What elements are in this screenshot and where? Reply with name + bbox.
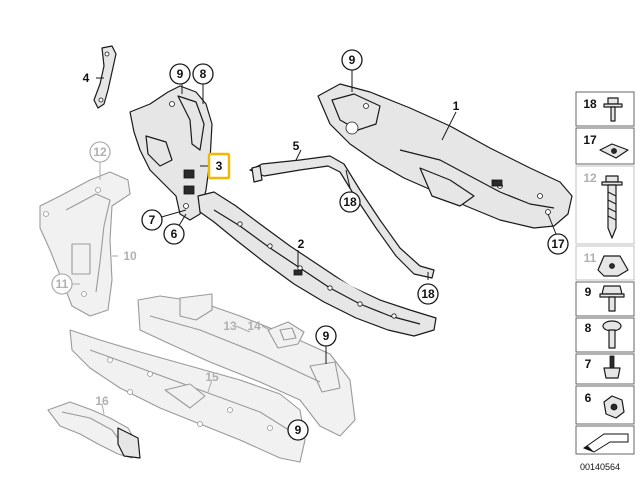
- hex-nut-icon: [603, 395, 625, 419]
- svg-text:6: 6: [171, 227, 178, 241]
- clip-nut-icon: [599, 143, 629, 159]
- callout-1[interactable]: 1: [453, 99, 460, 113]
- svg-text:8: 8: [200, 67, 207, 81]
- legend-panel: 18 17 12: [575, 91, 635, 455]
- callout-9-bottom[interactable]: 9: [287, 419, 309, 441]
- svg-text:9: 9: [323, 329, 330, 343]
- legend-item-9[interactable]: 9: [575, 281, 635, 317]
- legend-item-7[interactable]: 7: [575, 353, 635, 385]
- callout-18-upper[interactable]: 18: [339, 191, 361, 213]
- callout-6[interactable]: 6: [163, 223, 185, 245]
- diagram-number: 00140564: [580, 462, 620, 472]
- callout-9-upper-right[interactable]: 9: [341, 49, 363, 71]
- svg-text:12: 12: [583, 171, 597, 185]
- torx-bolt-icon: [602, 320, 622, 349]
- part-13-lower-cross-member: [137, 293, 356, 437]
- svg-text:9: 9: [585, 285, 592, 299]
- callout-11[interactable]: 11: [51, 273, 73, 295]
- svg-text:7: 7: [585, 357, 592, 371]
- callout-9-top[interactable]: 9: [169, 63, 191, 85]
- callout-9-lower-beam[interactable]: 9: [315, 325, 337, 347]
- bolt-washer-icon: [603, 97, 623, 122]
- legend-item-12[interactable]: 12: [575, 165, 635, 245]
- spring-nut-icon: [597, 255, 629, 277]
- svg-text:18: 18: [583, 97, 597, 111]
- callout-15[interactable]: 15: [205, 370, 219, 384]
- svg-text:12: 12: [93, 145, 107, 159]
- svg-text:8: 8: [585, 321, 592, 335]
- part-2-upper-cross-member: [197, 191, 437, 337]
- svg-text:6: 6: [585, 391, 592, 405]
- part-5-support-strut: [249, 155, 435, 279]
- svg-text:18: 18: [421, 287, 435, 301]
- callout-3-highlighted[interactable]: 3: [207, 152, 231, 180]
- part-4-mounting-bracket: [93, 45, 117, 109]
- legend-item-11[interactable]: 11: [575, 245, 635, 281]
- svg-text:18: 18: [343, 195, 357, 209]
- part-1-radiator-support-panel: [317, 83, 573, 229]
- svg-text:9: 9: [295, 423, 302, 437]
- callout-16[interactable]: 16: [95, 394, 109, 408]
- callout-10[interactable]: 10: [123, 249, 137, 263]
- callout-13[interactable]: 13: [223, 319, 237, 333]
- legend-item-6[interactable]: 6: [575, 385, 635, 425]
- part-3-headlight-carrier: [129, 85, 213, 221]
- callout-5[interactable]: 5: [293, 139, 300, 153]
- legend-item-17[interactable]: 17: [575, 127, 635, 165]
- callout-7[interactable]: 7: [141, 209, 163, 231]
- callout-18-lower[interactable]: 18: [417, 283, 439, 305]
- svg-text:9: 9: [177, 67, 184, 81]
- legend-item-kit[interactable]: [575, 425, 635, 455]
- svg-text:17: 17: [551, 237, 565, 251]
- svg-text:17: 17: [583, 133, 597, 147]
- svg-text:7: 7: [149, 213, 156, 227]
- long-screw-icon: [601, 175, 623, 239]
- legend-item-8[interactable]: 8: [575, 317, 635, 353]
- callout-12[interactable]: 12: [89, 141, 111, 163]
- callout-17[interactable]: 17: [547, 233, 569, 255]
- stud-bolt-icon: [603, 355, 621, 379]
- kit-arrow-icon: [582, 433, 629, 453]
- callout-3: 3: [216, 159, 223, 173]
- svg-text:9: 9: [349, 53, 356, 67]
- callout-14[interactable]: 14: [247, 319, 261, 333]
- callout-4[interactable]: 4: [83, 71, 90, 85]
- legend-item-18[interactable]: 18: [575, 91, 635, 127]
- svg-text:11: 11: [56, 277, 69, 291]
- callout-8[interactable]: 8: [192, 63, 214, 85]
- hex-bolt-icon: [599, 285, 625, 312]
- part-14-clip: [267, 321, 305, 349]
- callout-2[interactable]: 2: [298, 237, 305, 251]
- part-10-side-bracket: [39, 171, 131, 317]
- svg-text:11: 11: [584, 251, 597, 265]
- part-15-underbody-panel: [69, 329, 306, 463]
- part-16-bracket: [47, 401, 141, 459]
